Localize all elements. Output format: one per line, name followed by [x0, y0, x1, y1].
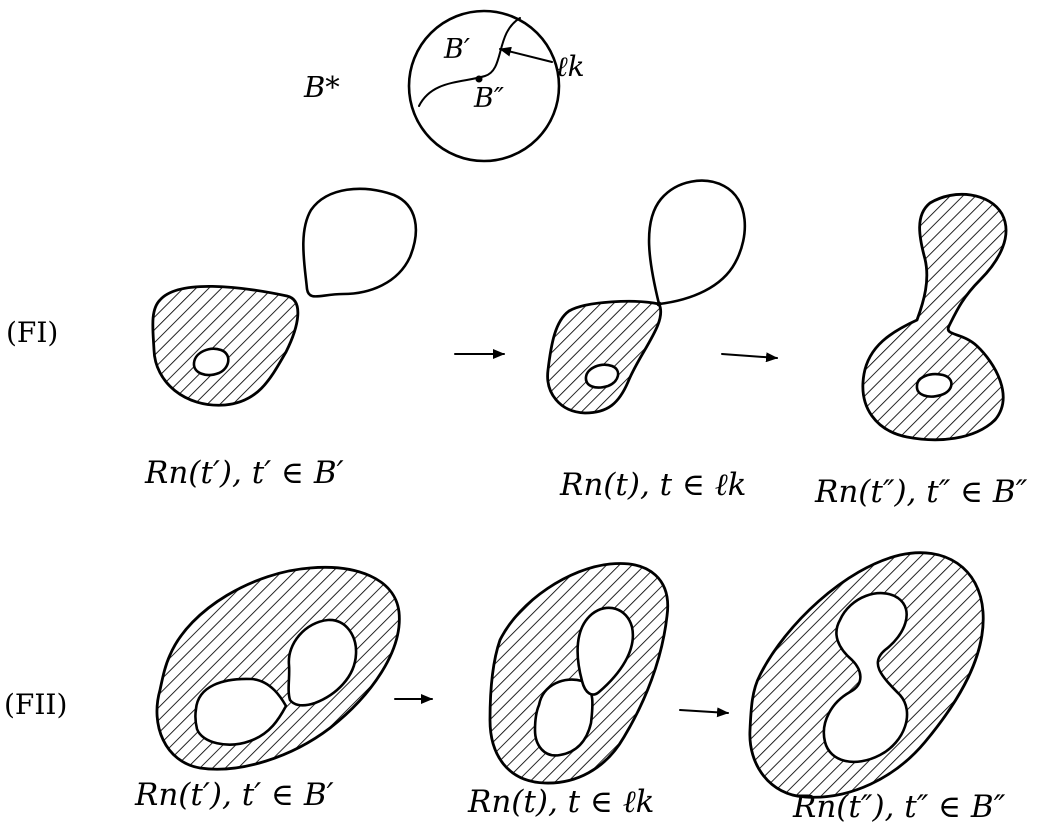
- fi-caption-3: Rn(t″), t″ ∈ B″: [814, 474, 1028, 510]
- fii-panel-2-region: [490, 563, 668, 783]
- fi-panel-2-region: [548, 181, 745, 413]
- row-label-fii: (FII): [4, 688, 67, 721]
- fi-arrow-2: [722, 354, 777, 358]
- fi-2-pinch-point: [657, 302, 662, 307]
- fii-arrow-2: [680, 710, 728, 713]
- fi-1-empty-loop: [303, 189, 416, 297]
- fi-2-empty-loop: [649, 181, 745, 304]
- row-label-fi: (FI): [6, 316, 58, 349]
- fii-caption-2: Rn(t), t ∈ ℓk: [467, 784, 654, 820]
- parameter-disk: B* B′ B″ ℓk: [303, 11, 585, 161]
- fii-panel-3-region: [750, 553, 983, 798]
- fi-3-hole: [917, 374, 951, 396]
- fii-1-hatched-blob: [157, 567, 399, 769]
- fii-caption-3: Rn(t″), t″ ∈ B″: [792, 789, 1006, 825]
- fi-panel-3-region: [863, 194, 1006, 439]
- b-star-label: B*: [303, 70, 340, 104]
- b-double-prime-label: B″: [473, 83, 504, 114]
- lk-label: ℓk: [556, 50, 585, 83]
- fi-2-hatched-blob: [548, 301, 661, 413]
- b-star-label-text: B*: [303, 70, 340, 104]
- row-fii: (FII) Rn(t′), t′ ∈ B′ Rn(t), t ∈ ℓk Rn(t…: [4, 553, 1006, 825]
- b-prime-label: B′: [443, 34, 470, 65]
- fi-1-hole: [194, 349, 228, 375]
- fi-caption-2: Rn(t), t ∈ ℓk: [559, 467, 746, 503]
- fii-caption-1: Rn(t′), t′ ∈ B′: [134, 777, 334, 813]
- fi-caption-1: Rn(t′), t′ ∈ B′: [144, 455, 344, 491]
- fi-3-hatched-blob: [863, 194, 1006, 439]
- fii-panel-1-region: [157, 567, 399, 769]
- fi-2-hole: [586, 365, 618, 388]
- fi-1-hatched-blob: [153, 286, 298, 405]
- curve-point: [476, 76, 483, 83]
- lk-pointer-arrow: [500, 49, 552, 62]
- row-fi: (FI) Rn(t′), t′ ∈ B′ Rn(t), t ∈ ℓk Rn(t″…: [6, 181, 1028, 510]
- fi-panel-1-region: [153, 189, 416, 405]
